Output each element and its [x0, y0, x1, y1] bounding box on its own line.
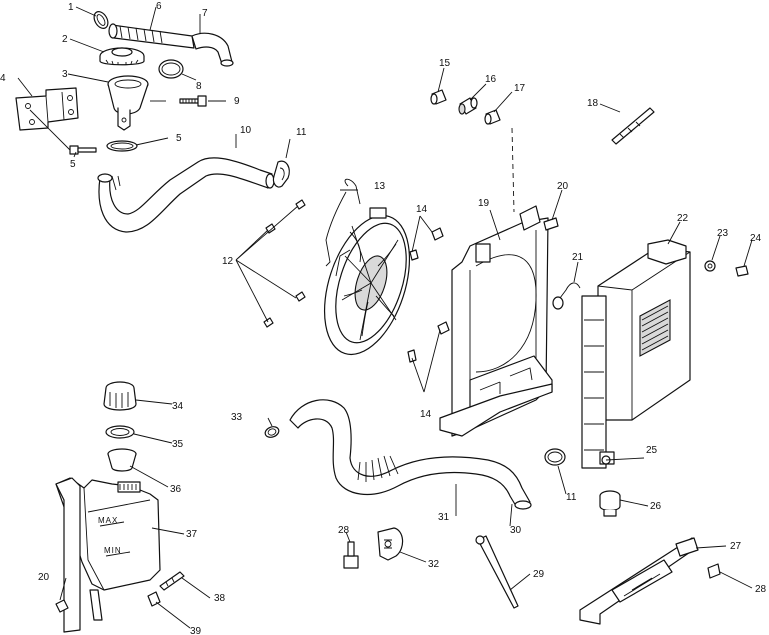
callout-25: 25: [646, 445, 658, 456]
callout-28b: 28: [755, 584, 767, 595]
callout-5a: 5: [176, 133, 182, 144]
part-37-reservoir-tank: MAX MIN: [55, 477, 161, 633]
part-5-bolt: [69, 145, 97, 155]
part-1-clamp: [93, 11, 109, 29]
callout-3: 3: [62, 69, 68, 80]
leader-lines: [17, 6, 753, 629]
part-3-filler-neck: [107, 75, 149, 131]
callout-30: 30: [510, 525, 522, 536]
part-5-clamp: [106, 140, 138, 152]
callout-11b: 11: [566, 492, 577, 503]
part-24-bolt: [735, 265, 749, 277]
callout-27: 27: [730, 541, 742, 552]
part-4-bracket: [15, 87, 79, 131]
callout-14a: 14: [416, 204, 428, 215]
callout-31: 31: [438, 512, 450, 523]
callout-19: 19: [478, 198, 490, 209]
callout-29: 29: [533, 569, 545, 580]
part-16-grommet: [458, 97, 478, 115]
part-23-nut: [704, 260, 716, 272]
part-30-lower-hose: [289, 399, 532, 510]
callout-22: 22: [677, 213, 689, 224]
part-27-bracket: [579, 537, 699, 625]
callout-35: 35: [172, 439, 184, 450]
alignment-dashed-line: [511, 127, 515, 213]
callout-14b: 14: [420, 409, 432, 420]
part-34-reservoir-cap: [103, 381, 137, 411]
part-19-shroud: [439, 205, 553, 437]
part-11-clamp-lower: [544, 448, 566, 466]
part-28-bolt-left: [343, 541, 359, 569]
callout-13: 13: [374, 181, 386, 192]
part-26-cap: [599, 490, 621, 517]
tank-max-label: MAX: [98, 516, 118, 525]
part-29-rod: [475, 535, 519, 609]
part-20-screw-lower: [55, 599, 69, 613]
callout-17: 17: [514, 83, 526, 94]
part-35-seal: [105, 425, 135, 439]
callout-34: 34: [172, 401, 184, 412]
callout-1: 1: [68, 2, 74, 13]
callout-38: 38: [214, 593, 226, 604]
part-11-clamp-upper: [272, 160, 290, 188]
callout-26: 26: [650, 501, 662, 512]
callout-37: 37: [186, 529, 198, 540]
callout-7: 7: [202, 8, 208, 19]
callout-28a: 28: [338, 525, 350, 536]
part-22-radiator: [581, 239, 691, 469]
part-33-clamp: [264, 426, 280, 438]
part-17-bushing: [484, 109, 501, 125]
callout-9: 9: [234, 96, 240, 107]
part-13-fan-assembly: [323, 178, 411, 356]
callout-24: 24: [750, 233, 762, 244]
callout-32: 32: [428, 559, 440, 570]
callout-39: 39: [190, 626, 202, 635]
callout-15: 15: [439, 58, 451, 69]
part-7-upper-hose: [108, 23, 234, 67]
part-15-bushing: [430, 89, 447, 105]
callout-18: 18: [587, 98, 599, 109]
callout-16: 16: [485, 74, 497, 85]
tank-min-label: MIN: [104, 546, 122, 555]
part-38-overflow-tube: [159, 571, 185, 591]
part-28-bolt-right: [707, 563, 721, 579]
part-21-sensor: [552, 282, 581, 310]
part-12-rivets: [263, 199, 306, 328]
callout-20a: 20: [557, 181, 569, 192]
callout-12: 12: [222, 256, 234, 267]
callout-4: 4: [0, 73, 6, 84]
callout-11a: 11: [296, 127, 307, 138]
part-10-hose: [97, 157, 275, 233]
callout-36: 36: [170, 484, 182, 495]
part-18-strap: [611, 107, 655, 145]
callout-21: 21: [572, 252, 584, 263]
part-9-screw: [179, 95, 207, 107]
part-2-radiator-cap: [99, 47, 145, 66]
callout-10: 10: [240, 125, 252, 136]
callout-2: 2: [62, 34, 68, 45]
part-14-clips: [407, 227, 450, 363]
callout-23: 23: [717, 228, 729, 239]
callout-20b: 20: [38, 572, 50, 583]
callout-8: 8: [196, 81, 202, 92]
part-32-clamp: [377, 527, 404, 561]
part-8-clamp: [158, 59, 184, 79]
callout-33: 33: [231, 412, 243, 423]
part-36-strainer: [107, 448, 137, 472]
callout-5b: 5: [70, 159, 76, 170]
callout-6: 6: [156, 1, 162, 12]
